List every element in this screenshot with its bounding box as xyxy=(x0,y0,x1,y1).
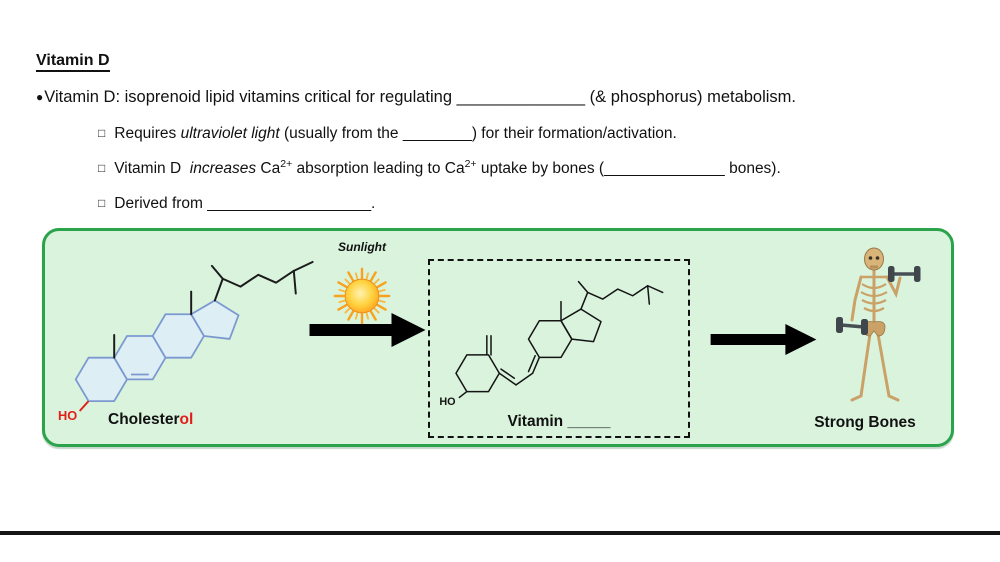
vitamin-d-dashed-box: HO Vitamin _____ xyxy=(428,259,690,438)
sub2-italic: increases xyxy=(189,160,257,177)
sub2-t1: Ca xyxy=(256,160,281,177)
arrow-right-icon xyxy=(710,324,817,355)
vitamin-ho-label: HO xyxy=(439,396,455,408)
page-title: Vitamin D xyxy=(36,52,110,72)
sunlight-label: Sunlight xyxy=(338,240,386,254)
skeleton-icon xyxy=(836,247,921,402)
sub-bullet-calcium: □Vitamin D increases Ca2+ absorption lea… xyxy=(98,157,781,178)
bottom-divider xyxy=(0,531,1000,535)
sub2-sup2: 2+ xyxy=(464,157,477,170)
sub3-text: Derived from ___________________. xyxy=(114,195,376,212)
sub2-t3: uptake by bones (______________ bones). xyxy=(476,160,781,177)
strong-bones-label: Strong Bones xyxy=(814,414,916,431)
cholesterol-ho-label: HO xyxy=(58,408,77,423)
sub1-italic: ultraviolet light xyxy=(180,125,280,142)
sub1-pre: Requires xyxy=(114,125,181,142)
cholesterol-structure-icon: HO xyxy=(58,260,314,423)
dumbbell-icon xyxy=(836,317,868,335)
arrow-right-icon xyxy=(309,313,426,347)
sub2-sup1: 2+ xyxy=(280,157,293,170)
vitamin-d-structure-icon: HO xyxy=(439,280,664,408)
cholesterol-label-accent: ol xyxy=(179,411,194,428)
sub1-post: (usually from the ________) for their fo… xyxy=(279,125,677,142)
bullet-icon: ● xyxy=(36,90,44,104)
checkbox-icon: □ xyxy=(98,161,106,175)
sub-bullet-derived: □ Derived from ___________________. xyxy=(98,195,375,213)
sub-bullet-uv: □ Requires ultraviolet light (usually fro… xyxy=(98,125,677,143)
sub2-t2: absorption leading to Ca xyxy=(292,160,465,177)
checkbox-icon: □ xyxy=(98,126,106,140)
main-bullet: ●Vitamin D: isoprenoid lipid vitamins cr… xyxy=(36,88,796,107)
cholesterol-label: Cholesterol xyxy=(108,411,194,428)
vitamin-blank-label: Vitamin _____ xyxy=(507,413,611,430)
sun-icon xyxy=(333,267,391,325)
sub2-pre: Vitamin D xyxy=(114,160,186,177)
checkbox-icon: □ xyxy=(98,196,106,210)
dumbbell-icon xyxy=(888,266,921,282)
main-bullet-text: Vitamin D: isoprenoid lipid vitamins cri… xyxy=(44,88,797,106)
